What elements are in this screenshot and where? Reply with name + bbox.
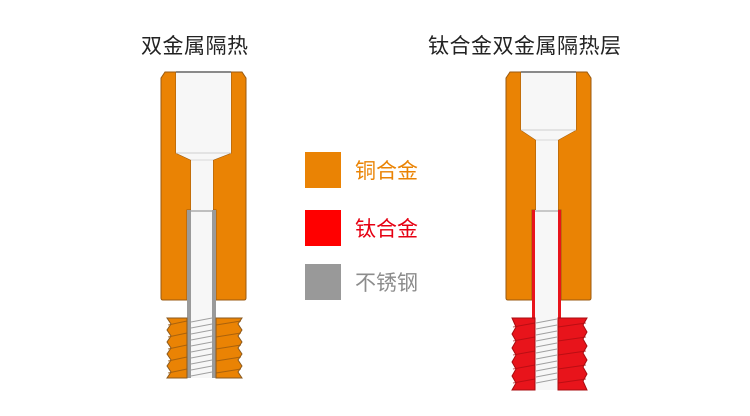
titanium-thread-right — [557, 317, 588, 391]
copper-thread-right — [215, 317, 243, 379]
legend-item-titanium-alloy: 钛合金 — [305, 210, 418, 246]
left-heatbreak — [160, 71, 247, 379]
copper-body-right — [212, 71, 247, 301]
titanium-thread — [511, 317, 536, 391]
right-heatbreak — [505, 71, 592, 391]
legend-label: 钛合金 — [355, 217, 418, 241]
legend-item-copper-alloy: 铜合金 — [305, 152, 418, 188]
title-titanium-bimetal-heatbreak: 钛合金双金属隔热层 — [428, 34, 622, 58]
stainless-tube — [187, 210, 216, 378]
titanium-swatch — [305, 210, 341, 246]
bore — [521, 72, 576, 210]
copper-body-right — [557, 71, 592, 301]
copper-body — [505, 71, 537, 301]
steel-swatch — [305, 264, 341, 300]
legend-label: 铜合金 — [355, 159, 418, 183]
copper-body — [160, 71, 192, 301]
titanium-tube — [532, 210, 561, 390]
legend-label: 不锈钢 — [355, 271, 418, 295]
copper-swatch — [305, 152, 341, 188]
title-bimetal-heatbreak: 双金属隔热 — [141, 34, 249, 58]
bore — [176, 72, 231, 210]
copper-thread — [166, 317, 188, 379]
legend-item-stainless-steel: 不锈钢 — [305, 264, 418, 300]
